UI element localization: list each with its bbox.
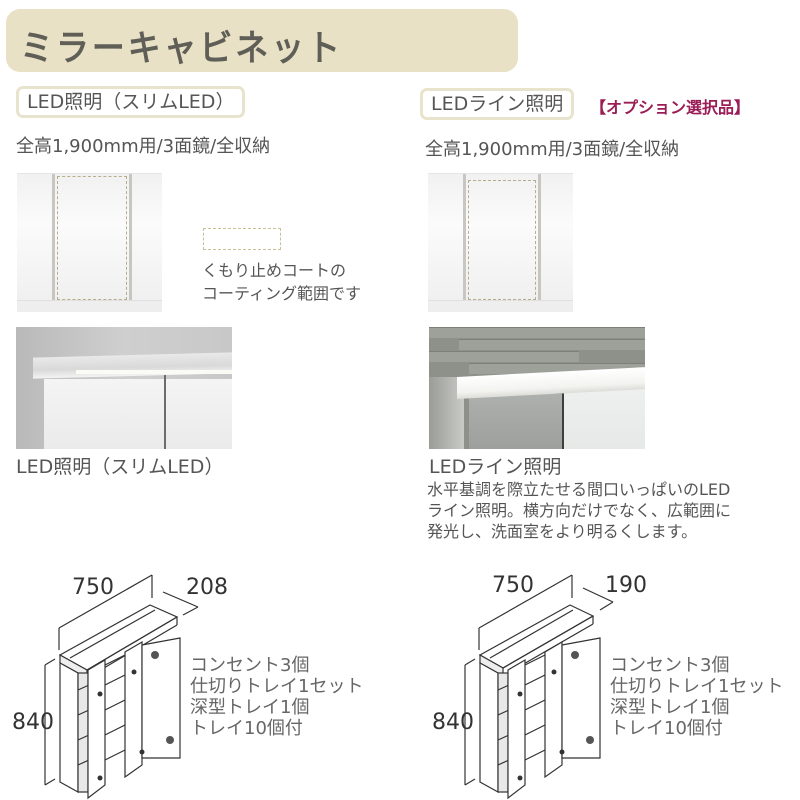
option-badge: 【オプション選択品】 (590, 98, 751, 117)
slim-led-caption: LED照明（スリムLED） (16, 456, 224, 478)
feature-deep-tray: 深型トレイ1個 (190, 697, 310, 718)
feature-trays: トレイ10個付 (190, 718, 303, 739)
led-line-photo (429, 327, 645, 449)
dim-height-left: 840 (12, 710, 54, 735)
cabinet-front-image-left (17, 166, 162, 312)
cabinet-diagram-left (44, 574, 199, 800)
page-title-bar: ミラーキャビネット (6, 9, 518, 72)
description-line-3: 発光し、洗面室をより明るくします。 (427, 522, 698, 541)
coating-area-outline (468, 180, 536, 300)
dim-width-left: 750 (72, 575, 114, 600)
dim-width-right: 750 (492, 573, 534, 598)
description-line-1: 水平基調を際立たせる間口いっぱいのLED (427, 480, 731, 499)
spec-left: 全高1,900mm用/3面鏡/全収納 (16, 136, 271, 157)
dim-depth-right: 190 (605, 573, 647, 598)
coating-area-outline (57, 176, 127, 300)
coating-note-line-1: くもり止めコートの (202, 261, 347, 280)
coating-legend-swatch (203, 228, 281, 250)
feature-deep-tray: 深型トレイ1個 (610, 697, 730, 718)
coating-note: くもり止めコートの コーティング範囲です (202, 259, 361, 305)
feature-divider-tray: 仕切りトレイ1セット (190, 676, 364, 697)
lighting-tag-slim-led: LED照明（スリムLED） (16, 86, 246, 118)
coating-note-line-2: コーティング範囲です (202, 284, 362, 303)
led-line-caption: LEDライン照明 (429, 456, 562, 478)
dim-depth-left: 208 (186, 575, 228, 600)
spec-right: 全高1,900mm用/3面鏡/全収納 (425, 139, 680, 160)
cabinet-front-image-right (428, 166, 573, 312)
feature-list-left: コンセント3個 仕切りトレイ1セット 深型トレイ1個 トレイ10個付 (190, 655, 363, 739)
feature-list-right: コンセント3個 仕切りトレイ1セット 深型トレイ1個 トレイ10個付 (610, 655, 783, 739)
lighting-tag-led-line: LEDライン照明 (420, 88, 575, 120)
feature-trays: トレイ10個付 (610, 718, 723, 739)
feature-outlets: コンセント3個 (190, 655, 310, 676)
led-line-description: 水平基調を際立たせる間口いっぱいのLED ライン照明。横方向だけでなく、広範囲に… (427, 479, 731, 542)
cabinet-diagram-right (464, 574, 614, 800)
feature-outlets: コンセント3個 (610, 655, 730, 676)
slim-led-photo (16, 327, 232, 449)
description-line-2: ライン照明。横方向だけでなく、広範囲に (427, 501, 732, 520)
feature-divider-tray: 仕切りトレイ1セット (610, 676, 784, 697)
page-title: ミラーキャビネット (20, 28, 343, 69)
dim-height-right: 840 (432, 710, 474, 735)
